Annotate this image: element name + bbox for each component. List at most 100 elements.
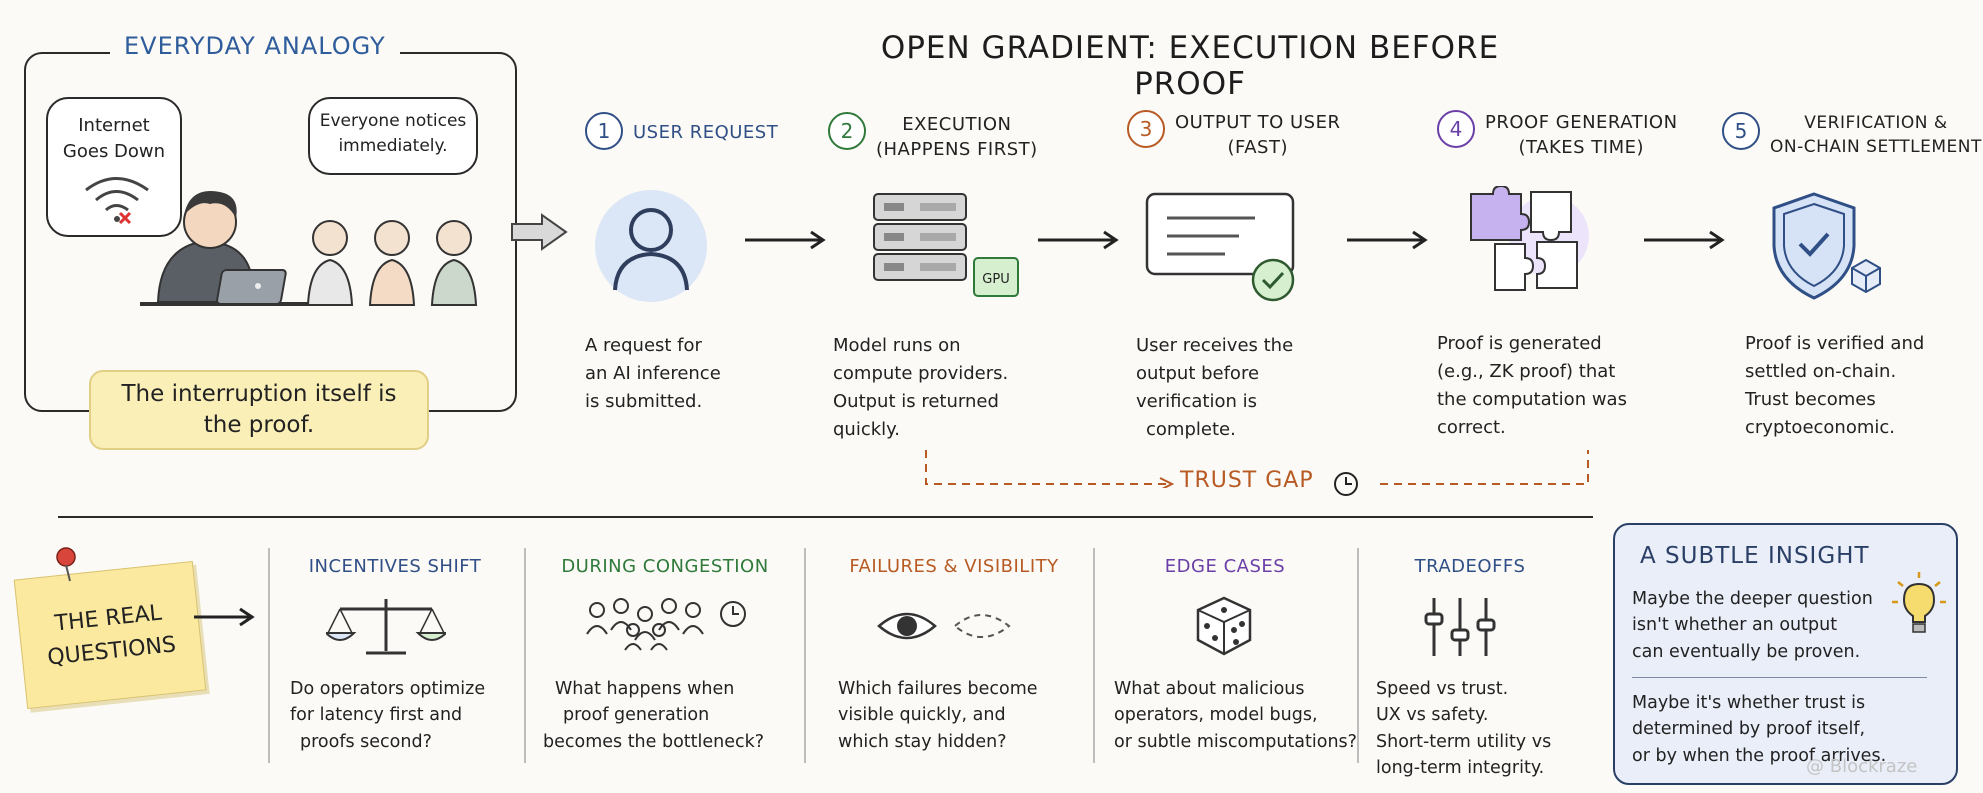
step-1-desc-line: A request for <box>585 335 702 356</box>
question-line: which stay hidden? <box>838 731 1007 752</box>
insight-paragraph-2: Maybe it's whether trust is determined b… <box>1632 690 1886 769</box>
insight-title: A SUBTLE INSIGHT <box>1640 543 1870 569</box>
gpu-label: GPU <box>982 272 1009 287</box>
analogy-arrow-icon <box>511 213 568 251</box>
question-line: What about malicious <box>1114 679 1305 699</box>
insight-line: or by when the proof arrives. <box>1632 745 1887 766</box>
step-5-description: Proof is verified and settled on-chain. … <box>1745 330 1924 442</box>
pushpin-icon <box>56 547 76 582</box>
question-line: becomes the bottleneck? <box>543 731 765 752</box>
question-line: Short-term utility vs <box>1376 731 1552 752</box>
step-1-desc-line: is submitted. <box>585 390 703 412</box>
step-5-desc-line: Trust becomes <box>1745 388 1876 410</box>
question-incentives-text: Do operators optimize for latency first … <box>290 676 485 755</box>
insight-divider <box>1632 677 1927 678</box>
frustrated-user-illustration <box>140 190 320 306</box>
internet-down-bubble: Internet Goes Down <box>46 97 182 237</box>
insight-paragraph-1: Maybe the deeper question isn't whether … <box>1632 586 1873 665</box>
step-4-title-line: (TAKES TIME) <box>1518 137 1645 159</box>
insight-line: Maybe it's whether trust is <box>1632 693 1866 713</box>
step-4-title: PROOF GENERATION (TAKES TIME) <box>1485 110 1678 160</box>
questions-arrow <box>194 607 255 627</box>
column-separator <box>524 548 526 763</box>
step-2-title-line: EXECUTION <box>902 114 1012 135</box>
step-4-desc-line: correct. <box>1437 416 1506 438</box>
question-line: UX vs safety. <box>1376 705 1489 726</box>
question-line: Speed vs trust. <box>1376 679 1509 699</box>
question-line: operators, model bugs, <box>1114 705 1318 726</box>
step-3-description: User receives the output before verifica… <box>1136 332 1293 444</box>
question-edge-cases-title: EDGE CASES <box>1164 556 1286 577</box>
bubble-right-line-1: Everyone notices <box>319 111 467 131</box>
step-2-desc-line: quickly. <box>833 418 900 440</box>
step-4-description: Proof is generated (e.g., ZK proof) that… <box>1437 330 1627 442</box>
insight-panel <box>1613 523 1958 785</box>
bubble-right-line-2: immediately. <box>338 135 448 156</box>
callout-line-1: The interruption itself is <box>121 380 397 407</box>
step-2-description: Model runs on compute providers. Output … <box>833 332 1008 444</box>
trust-gap-label: TRUST GAP <box>1180 468 1314 493</box>
question-failures-title: FAILURES & VISIBILITY <box>849 556 1059 577</box>
step-5-title-line: VERIFICATION & <box>1804 113 1948 133</box>
server-gpu-icon: GPU <box>873 193 1019 297</box>
balance-scale-icon <box>326 599 446 655</box>
step-4-title-line: PROOF GENERATION <box>1485 112 1678 133</box>
wifi-off-icon <box>85 177 149 225</box>
puzzle-pieces-icon <box>1470 186 1589 291</box>
step-1-title: USER REQUEST <box>633 122 779 143</box>
step-2-desc-line: Model runs on <box>833 335 961 356</box>
question-failures-text: Which failures become visible quickly, a… <box>838 676 1038 755</box>
question-congestion-title: DURING CONGESTION <box>561 556 769 577</box>
step-2-header: 2 EXECUTION (HAPPENS FIRST) <box>828 112 1038 162</box>
step-5-number: 5 <box>1722 112 1760 150</box>
question-line: or subtle miscomputations? <box>1114 731 1357 752</box>
step-5-title: VERIFICATION & ON-CHAIN SETTLEMENT <box>1770 112 1982 160</box>
question-line: proof generation <box>563 705 710 726</box>
step-3-desc-line: verification is <box>1136 390 1257 412</box>
trust-gap-bracket <box>925 450 1589 488</box>
question-incentives-title: INCENTIVES SHIFT <box>308 556 482 577</box>
everyone-notices-bubble: Everyone notices immediately. <box>308 97 478 175</box>
step-3-desc-line: User receives the <box>1136 335 1294 356</box>
analogy-heading: EVERYDAY ANALOGY <box>110 32 400 60</box>
sliders-icon <box>1424 598 1496 656</box>
question-tradeoffs-title: TRADEOFFS <box>1414 556 1526 577</box>
bubble-left-line-1: Internet <box>78 115 150 136</box>
clock-icon <box>1334 472 1358 496</box>
step-3-number: 3 <box>1127 110 1165 148</box>
shield-check-icon <box>1772 192 1881 300</box>
user-icon <box>595 190 707 302</box>
insight-line: can eventually be proven. <box>1632 641 1861 662</box>
step-3-desc-line: output before <box>1136 362 1260 384</box>
analogy-callout: The interruption itself is the proof. <box>89 370 429 450</box>
step-5-header: 5 VERIFICATION & ON-CHAIN SETTLEMENT <box>1722 112 1982 160</box>
page-title: OPEN GRADIENT: EXECUTION BEFORE PROOF <box>880 30 1500 102</box>
insight-line: Maybe the deeper question <box>1632 589 1873 609</box>
bubble-left-line-2: Goes Down <box>62 141 166 163</box>
eye-icon <box>877 612 1011 640</box>
question-line: Do operators optimize <box>290 679 486 699</box>
column-separator <box>1093 548 1095 763</box>
question-tradeoffs-text: Speed vs trust. UX vs safety. Short-term… <box>1376 676 1551 781</box>
step-1-description: A request for an AI inference is submitt… <box>585 332 721 416</box>
flow-arrow-2 <box>1038 230 1119 250</box>
step-1-number: 1 <box>585 112 623 150</box>
output-card-check-icon <box>1145 192 1295 302</box>
step-3-title-line: (FAST) <box>1227 137 1288 159</box>
callout-line-2: the proof. <box>203 412 315 438</box>
column-separator <box>804 548 806 763</box>
column-separator <box>268 548 270 763</box>
question-line: for latency first and <box>290 705 463 726</box>
step-3-desc-line: complete. <box>1146 418 1236 440</box>
flow-arrow-3 <box>1347 230 1428 250</box>
column-separator <box>1357 548 1359 763</box>
step-5-desc-line: cryptoeconomic. <box>1745 416 1896 438</box>
step-2-desc-line: compute providers. <box>833 362 1009 384</box>
step-3-title: OUTPUT TO USER (FAST) <box>1175 110 1340 160</box>
step-2-desc-line: Output is returned <box>833 390 999 412</box>
question-edge-cases-text: What about malicious operators, model bu… <box>1114 676 1357 755</box>
question-line: What happens when <box>555 679 735 699</box>
watermark: @ Blockraze <box>1806 756 1918 777</box>
crowd-illustration <box>306 220 478 306</box>
question-congestion-text: What happens when proof generation becom… <box>543 676 764 755</box>
